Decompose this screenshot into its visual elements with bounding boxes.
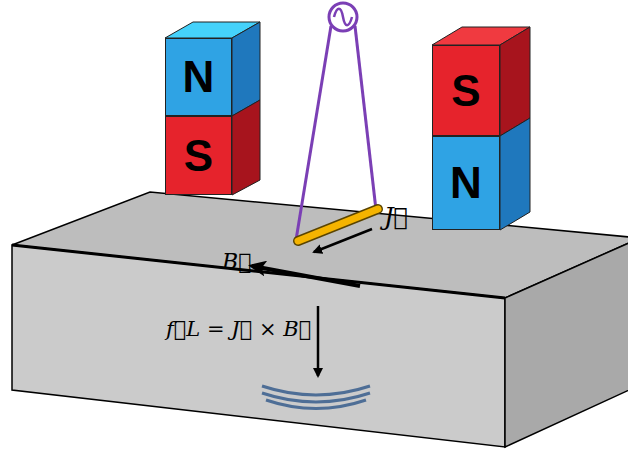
magnet-side <box>232 100 260 195</box>
wave-front <box>262 393 370 402</box>
wave-front <box>262 386 370 395</box>
wave-front <box>266 400 366 409</box>
pole-letter: S <box>184 134 213 178</box>
magnet-pole-face: N <box>432 136 500 230</box>
magnet-pole-face: S <box>432 45 500 136</box>
slab-side <box>505 238 628 447</box>
pole-letter: N <box>450 161 482 205</box>
field-arrow <box>252 266 360 286</box>
pole-letter: N <box>183 55 215 99</box>
magnet-pole-face: S <box>165 116 232 195</box>
slab-edge <box>12 245 505 298</box>
conductor-outline <box>298 209 378 241</box>
current-arrow <box>314 229 372 252</box>
wire <box>355 26 376 210</box>
pole-letter: S <box>451 69 480 113</box>
slab-front <box>12 245 505 447</box>
conductor <box>298 209 378 241</box>
field-label: B⃗ <box>222 250 251 274</box>
sine-symbol <box>334 9 352 26</box>
force-equation: f⃗L = J⃗ × B⃗ <box>166 318 311 341</box>
magnet-pole-face: N <box>165 38 232 116</box>
wire <box>296 26 331 240</box>
magnet-side <box>500 118 530 230</box>
current-label: J⃗ <box>384 204 408 230</box>
force-arrow <box>317 306 320 376</box>
magnet-side <box>500 27 530 136</box>
ac-source <box>329 3 357 31</box>
